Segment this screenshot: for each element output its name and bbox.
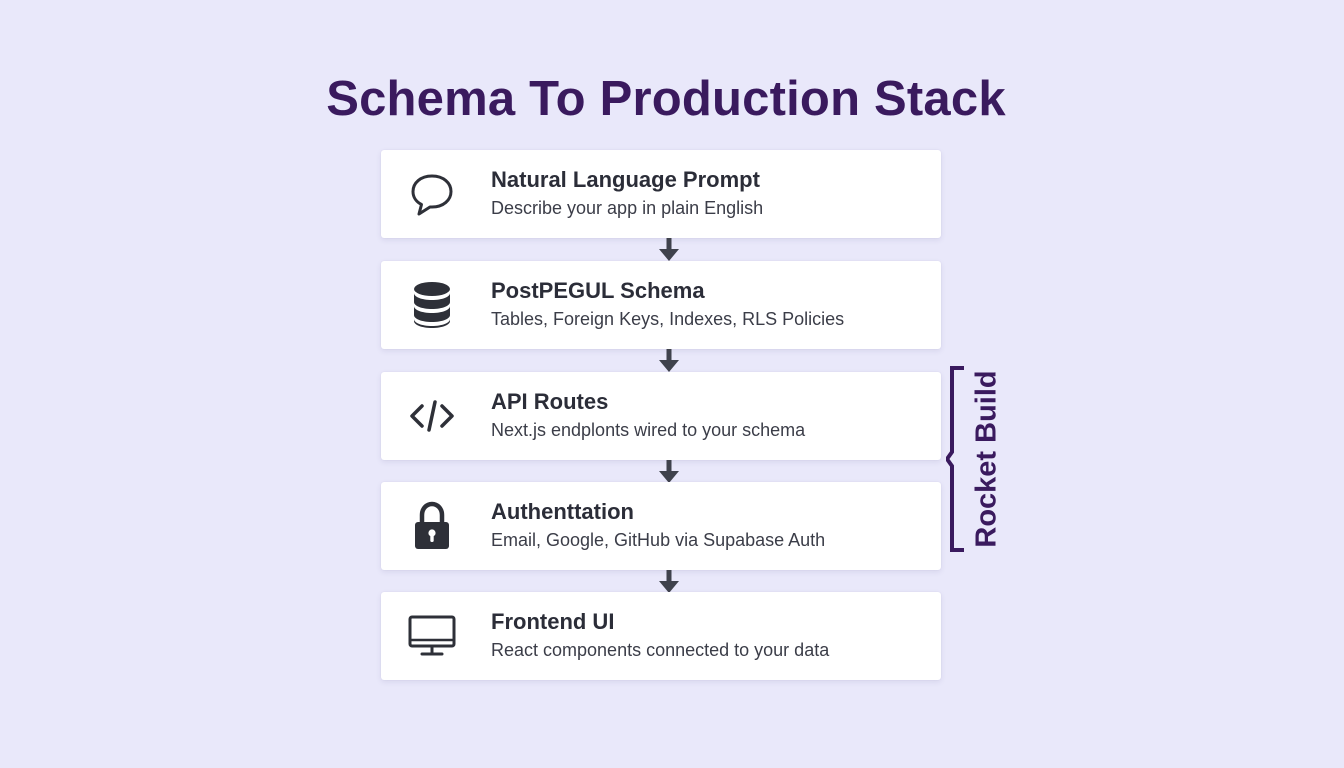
down-arrow-icon bbox=[659, 238, 679, 261]
step-title: API Routes bbox=[491, 389, 609, 414]
step-description: React components connected to your data bbox=[491, 640, 830, 660]
step-description: Email, Google, GitHub via Supabase Auth bbox=[491, 530, 826, 550]
monitor-icon bbox=[407, 611, 457, 661]
step-card-natural-language-prompt: Natural Language Prompt Describe your ap… bbox=[381, 150, 941, 238]
group-label: Rocket Build bbox=[970, 370, 1003, 548]
code-icon bbox=[407, 391, 457, 441]
step-title: Natural Language Prompt bbox=[491, 167, 760, 192]
step-description: Describe your app in plain English bbox=[491, 198, 764, 218]
step-title: Authenttation bbox=[491, 499, 634, 524]
step-card-frontend-ui: Frontend UI React components connected t… bbox=[381, 592, 941, 680]
down-arrow-icon bbox=[659, 460, 679, 483]
step-card-authentication: Authenttation Email, Google, GitHub via … bbox=[381, 482, 941, 570]
speech-bubble-icon bbox=[407, 169, 457, 219]
group-bracket bbox=[946, 366, 964, 552]
down-arrow-icon bbox=[659, 349, 679, 372]
step-description: Next.js endplonts wired to your schema bbox=[491, 420, 806, 440]
down-arrow-icon bbox=[659, 570, 679, 593]
lock-icon bbox=[407, 501, 457, 551]
step-description: Tables, Foreign Keys, Indexes, RLS Polic… bbox=[491, 309, 845, 329]
database-icon bbox=[407, 280, 457, 330]
step-title: PostPEGUL Schema bbox=[491, 278, 705, 303]
page-title: Schema To Production Stack bbox=[326, 71, 1006, 126]
step-card-api-routes: API Routes Next.js endplonts wired to yo… bbox=[381, 372, 941, 460]
step-card-schema: PostPEGUL Schema Tables, Foreign Keys, I… bbox=[381, 261, 941, 349]
step-title: Frontend UI bbox=[491, 609, 615, 634]
